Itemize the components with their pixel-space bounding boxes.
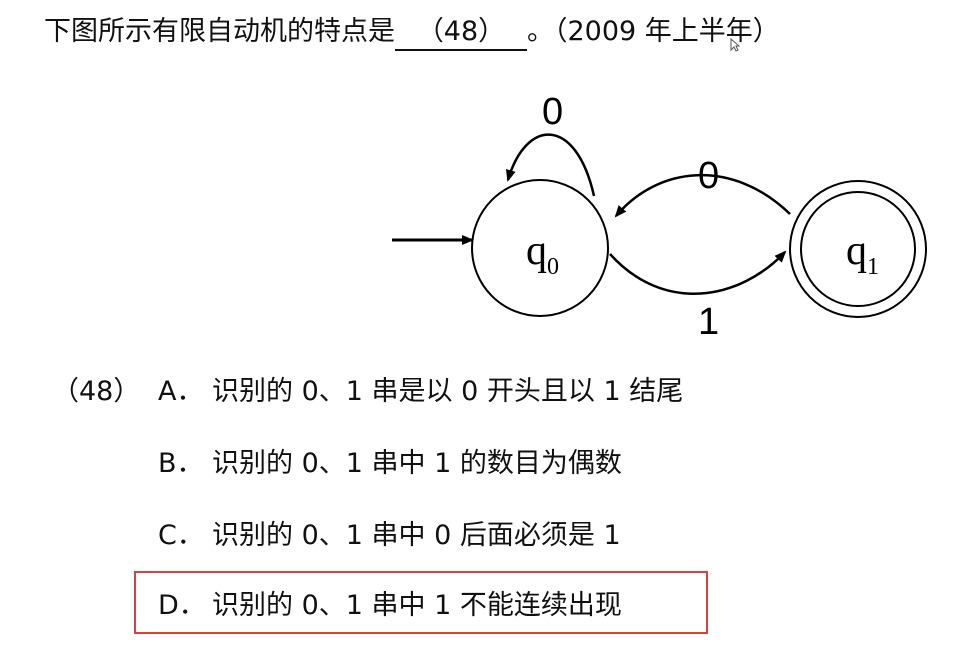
option-a-text: 识别的 0、1 串是以 0 开头且以 1 结尾	[212, 376, 684, 407]
option-c: C． 识别的 0、1 串中 0 后面必须是 1	[158, 514, 621, 558]
forward-edge-label: 1	[698, 301, 719, 343]
state-q0-label: q0	[526, 228, 559, 280]
option-d: D．识别的 0、1 串中 1 不能连续出现	[158, 584, 622, 628]
back-edge-label: 0	[698, 155, 719, 197]
option-d-text: 识别的 0、1 串中 1 不能连续出现	[212, 590, 622, 621]
option-c-letter: C．	[158, 520, 204, 551]
question-prefix: 下图所示有限自动机的特点是	[44, 16, 395, 47]
option-a: A． 识别的 0、1 串是以 0 开头且以 1 结尾	[158, 370, 683, 414]
question-stem: 下图所示有限自动机的特点是（48）。（2009 年上半年）	[44, 10, 780, 54]
state-q1-label: q1	[846, 228, 879, 280]
self-loop-label: 0	[542, 91, 563, 133]
finite-automaton-diagram: q0 0 q1 0 1	[392, 91, 927, 343]
question-suffix: 。（2009 年上半年）	[527, 16, 780, 47]
state-q0	[471, 179, 609, 317]
self-loop-edge	[505, 133, 596, 197]
option-b-letter: B．	[158, 448, 204, 479]
option-d-letter: D．	[158, 590, 206, 621]
option-b-text: 识别的 0、1 串中 1 的数目为偶数	[212, 448, 622, 479]
state-q1-outer	[789, 180, 927, 318]
option-a-letter: A．	[158, 376, 204, 407]
edge-q1-to-q0	[614, 173, 791, 218]
edge-q0-to-q1	[609, 250, 787, 295]
state-q1-inner	[800, 191, 916, 307]
mouse-pointer-icon	[730, 38, 740, 52]
option-b: B． 识别的 0、1 串中 1 的数目为偶数	[158, 442, 622, 486]
option-c-text: 识别的 0、1 串中 0 后面必须是 1	[212, 520, 621, 551]
question-number: （48）	[52, 376, 141, 407]
answer-blank: （48）	[395, 15, 527, 51]
correct-answer-highlight-box	[134, 571, 708, 634]
